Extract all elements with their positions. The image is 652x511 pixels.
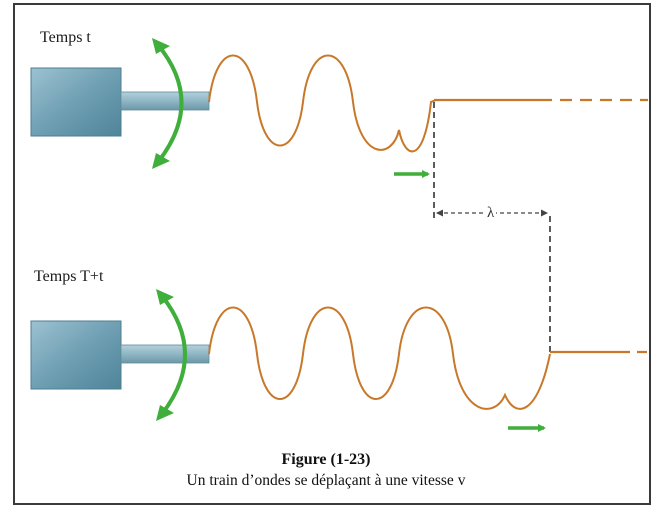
label-time-top: Temps t	[40, 29, 91, 46]
wave-top	[208, 54, 437, 153]
wavelength-label: λ	[485, 205, 497, 221]
figure-caption-title: Figure (1-23)	[281, 451, 371, 468]
source-block-bottom	[30, 320, 210, 390]
label-time-bottom: Temps T+t	[34, 268, 104, 285]
oscillation-arrow-bottom	[156, 289, 187, 421]
figure-caption-text: Un train d’ondes se déplaçant à une vite…	[186, 472, 466, 489]
source-block-top	[30, 67, 210, 137]
oscillation-arrow-top	[152, 38, 184, 169]
wave-bottom	[208, 306, 551, 410]
